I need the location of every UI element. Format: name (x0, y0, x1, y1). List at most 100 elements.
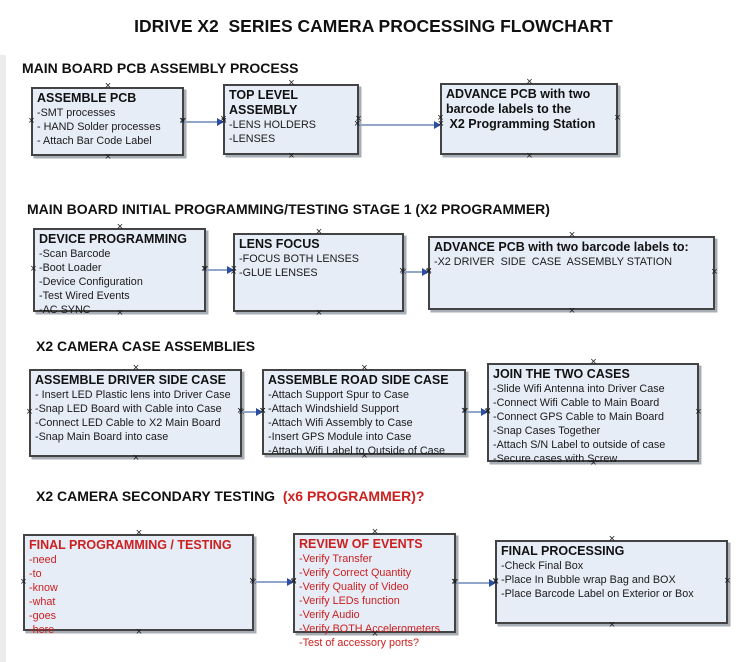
box-lens-focus[interactable]: LENS FOCUS -FOCUS BOTH LENSES-GLUE LENSE… (230, 226, 406, 319)
box-item: -Attach Windshield Support (268, 403, 399, 415)
arrow-endpoint-icon: × (179, 115, 186, 127)
box-item: -X2 DRIVER SIDE CASE ASSEMBLY STATION (434, 256, 672, 268)
box-title: LENS FOCUS (239, 237, 320, 251)
box-items: -Slide Wifi Antenna into Driver Case-Con… (493, 382, 693, 466)
box-assemble-driver-side-case[interactable]: ASSEMBLE DRIVER SIDE CASE - Insert LED P… (26, 362, 244, 464)
box-item: -Verify Quality of Video (299, 581, 409, 593)
section-heading-text: X2 CAMERA SECONDARY TESTING (36, 488, 283, 504)
box-title: ASSEMBLE PCB (37, 91, 137, 105)
box-final-processing[interactable]: FINAL PROCESSING -Check Final Box-Place … (492, 533, 730, 631)
box-item: -FOCUS BOTH LENSES (239, 253, 359, 265)
box-items: -Check Final Box-Place In Bubble wrap Ba… (501, 559, 722, 601)
arrow-line (206, 269, 228, 271)
box-item: -Secure cases with Screw (493, 453, 618, 465)
box-items: -Verify Transfer -Verify Correct Quantity… (299, 552, 450, 650)
box-top-level-assembly[interactable]: TOP LEVEL ASSEMBLY -LENS HOLDERS-LENSES … (220, 77, 361, 162)
box-item: -know (29, 582, 58, 594)
box-final-programming-testing[interactable]: FINAL PROGRAMMING / TESTING -need -to -kno… (20, 527, 256, 638)
box-device-programming[interactable]: DEVICE PROGRAMMING -Scan Barcode -Boot Lo… (30, 221, 208, 319)
box-item: - Insert LED Plastic lens into Driver Ca… (35, 389, 231, 401)
arrow-endpoint-icon: × (451, 576, 458, 588)
section-heading-initial-programming-testing: MAIN BOARD INITIAL PROGRAMMING/TESTING S… (27, 201, 550, 217)
box-item: -Boot Loader (39, 262, 102, 274)
arrow-endpoint-icon: × (220, 115, 227, 127)
connection-handle-icon: × (30, 263, 37, 275)
box-items: -Attach Support Spur to Case -Attach Wind… (268, 388, 460, 458)
box-item: -Verify BOTH Accelerometers (299, 623, 440, 635)
arrowhead-icon (227, 266, 234, 274)
connection-handle-icon: × (288, 150, 295, 162)
box-item: -Place In Bubble wrap Bag and BOX (501, 574, 676, 586)
connection-handle-icon: × (724, 575, 731, 587)
box-assemble-road-side-case[interactable]: ASSEMBLE ROAD SIDE CASE -Attach Support … (259, 362, 468, 462)
box-title: ADVANCE PCB with two barcode labels to t… (446, 87, 596, 131)
box-item: -goes (29, 610, 57, 622)
box-title: FINAL PROGRAMMING / TESTING (29, 538, 232, 552)
connection-handle-icon: × (526, 150, 533, 162)
arrowhead-icon (481, 408, 488, 416)
box-item: - HAND Solder processes (37, 121, 161, 133)
box-title: REVIEW OF EVENTS (299, 537, 423, 551)
arrow-endpoint-icon: × (437, 118, 444, 130)
flowchart-title: IDRIVE X2 SERIES CAMERA PROCESSING FLOWC… (134, 16, 613, 36)
arrow-line (242, 411, 257, 413)
arrow-endpoint-icon: × (492, 576, 499, 588)
box-item: -Attach Support Spur to Case (268, 389, 410, 401)
arrow-endpoint-icon: × (484, 405, 491, 417)
box-item: -Verify Audio (299, 609, 360, 621)
box-title: ASSEMBLE ROAD SIDE CASE (268, 373, 449, 387)
arrow-endpoint-icon: × (399, 265, 406, 277)
box-item: -need (29, 554, 57, 566)
box-assemble-pcb[interactable]: ASSEMBLE PCB -SMT processes - HAND Solder… (28, 80, 186, 163)
box-advance-pcb-to-driver-side-station[interactable]: ADVANCE PCB with two barcode labels to: … (425, 229, 717, 317)
box-title: FINAL PROCESSING (501, 544, 625, 558)
box-item: -Connect GPS Cable to Main Board (493, 411, 665, 423)
box-title: DEVICE PROGRAMMING (39, 232, 187, 246)
box-item: -what (29, 596, 56, 608)
arrow-endpoint-icon: × (290, 575, 297, 587)
section-heading-text: X2 CAMERA CASE ASSEMBLIES (36, 338, 256, 354)
box-advance-pcb-to-programming-station[interactable]: ADVANCE PCB with two barcode labels to t… (437, 76, 620, 162)
box-items: -LENS HOLDERS-LENSES (229, 118, 353, 146)
connection-handle-icon: × (608, 619, 616, 631)
box-review-of-events[interactable]: REVIEW OF EVENTS -Verify Transfer-Verify… (290, 526, 458, 649)
box-items: -need -to -know -what -goes -here (29, 553, 248, 637)
arrow-endpoint-icon: × (461, 405, 468, 417)
box-item: -Attach Wifi Label to Outside of Case (268, 445, 446, 457)
box-item: -Scan Barcode (39, 248, 111, 260)
box-item: -Connect LED Cable to X2 Main Board (35, 417, 221, 429)
page-edge-shading (0, 55, 6, 662)
arrowhead-icon (256, 408, 263, 416)
box-items: -Scan Barcode -Boot Loader -Device Configu… (39, 247, 200, 317)
box-item: -Test Wired Events (39, 290, 130, 302)
box-item: -Test of accessory ports? (299, 637, 420, 649)
box-items: -FOCUS BOTH LENSES-GLUE LENSES (239, 252, 398, 280)
box-item: -Snap LED Board with Cable into Case (35, 403, 222, 415)
box-item: -here (29, 624, 55, 636)
arrow-endpoint-icon: × (354, 118, 361, 130)
arrowhead-icon (434, 121, 441, 129)
connection-handle-icon: × (695, 405, 702, 418)
arrowhead-icon (489, 579, 496, 587)
connection-handle-icon: × (315, 307, 323, 319)
box-item: -Attach S/N Label to outside of case (493, 439, 666, 451)
box-item: -Verify LEDs function (299, 595, 400, 607)
box-item: -to (29, 568, 42, 580)
arrow-line (404, 271, 423, 273)
connection-handle-icon: × (20, 575, 27, 588)
box-join-the-two-cases[interactable]: JOIN THE TWO CASES -Slide Wifi Antenna i… (484, 356, 701, 469)
box-item: -Verify Transfer (299, 553, 373, 565)
box-item: -Connect Wifi Cable to Main Board (493, 397, 660, 409)
box-title: JOIN THE TWO CASES (493, 367, 630, 381)
box-item: -SMT processes (37, 107, 116, 119)
box-item: -Insert GPS Module into Case (268, 431, 412, 443)
box-item: -AC SYNC (39, 304, 91, 316)
box-item: -Device Configuration (39, 276, 143, 288)
box-item: -Snap Cases Together (493, 425, 601, 437)
box-title: TOP LEVEL ASSEMBLY (229, 88, 301, 117)
box-item: -Verify Correct Quantity (299, 567, 412, 579)
connection-handle-icon: × (28, 114, 35, 127)
arrow-line (254, 581, 288, 583)
box-item: -LENSES (229, 133, 276, 145)
